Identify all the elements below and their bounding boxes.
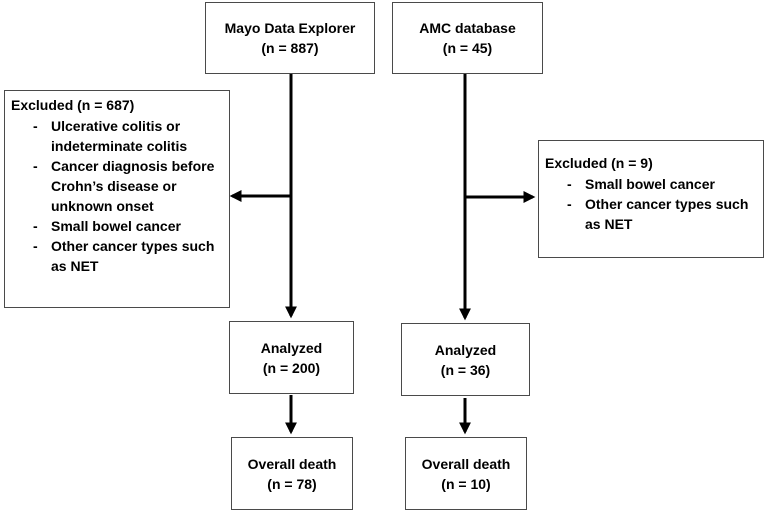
list-item: Cancer diagnosis before Crohn’s disease …: [11, 156, 229, 216]
mayo-analyzed-count: (n = 200): [262, 359, 321, 376]
mayo-death-title: Overall death: [247, 455, 337, 472]
amc-source-title: AMC database: [419, 20, 516, 36]
amc-death-count: (n = 10): [441, 475, 491, 492]
mayo-source-box: Mayo Data Explorer (n = 887): [205, 2, 375, 74]
mayo-excluded-title: Excluded (n = 687): [11, 97, 135, 113]
amc-excluded-list: Small bowel cancer Other cancer types su…: [545, 174, 763, 234]
amc-analyzed-box: Analyzed (n = 36): [401, 323, 530, 396]
mayo-excluded-box: Excluded (n = 687) Ulcerative colitis or…: [4, 90, 230, 308]
amc-excluded-box: Excluded (n = 9) Small bowel cancer Othe…: [538, 140, 764, 258]
amc-source-count: (n = 45): [442, 40, 493, 56]
list-item: Other cancer types such as NET: [11, 236, 229, 276]
mayo-analyzed-title: Analyzed: [260, 339, 323, 356]
list-item: Small bowel cancer: [11, 216, 229, 236]
amc-excluded-title: Excluded (n = 9): [545, 155, 653, 171]
amc-death-box: Overall death (n = 10): [405, 437, 527, 510]
mayo-excluded-list: Ulcerative colitis or indeterminate coli…: [11, 116, 229, 276]
list-item: Other cancer types such as NET: [545, 194, 763, 234]
amc-analyzed-count: (n = 36): [440, 361, 491, 378]
amc-source-box: AMC database (n = 45): [392, 2, 543, 74]
mayo-source-count: (n = 887): [261, 40, 319, 56]
mayo-analyzed-box: Analyzed (n = 200): [229, 321, 354, 394]
list-item: Ulcerative colitis or indeterminate coli…: [11, 116, 229, 156]
list-item: Small bowel cancer: [545, 174, 763, 194]
mayo-source-title: Mayo Data Explorer: [224, 20, 356, 36]
amc-death-title: Overall death: [421, 455, 511, 472]
mayo-death-box: Overall death (n = 78): [231, 437, 353, 510]
mayo-death-count: (n = 78): [267, 475, 317, 492]
amc-analyzed-title: Analyzed: [434, 341, 497, 358]
